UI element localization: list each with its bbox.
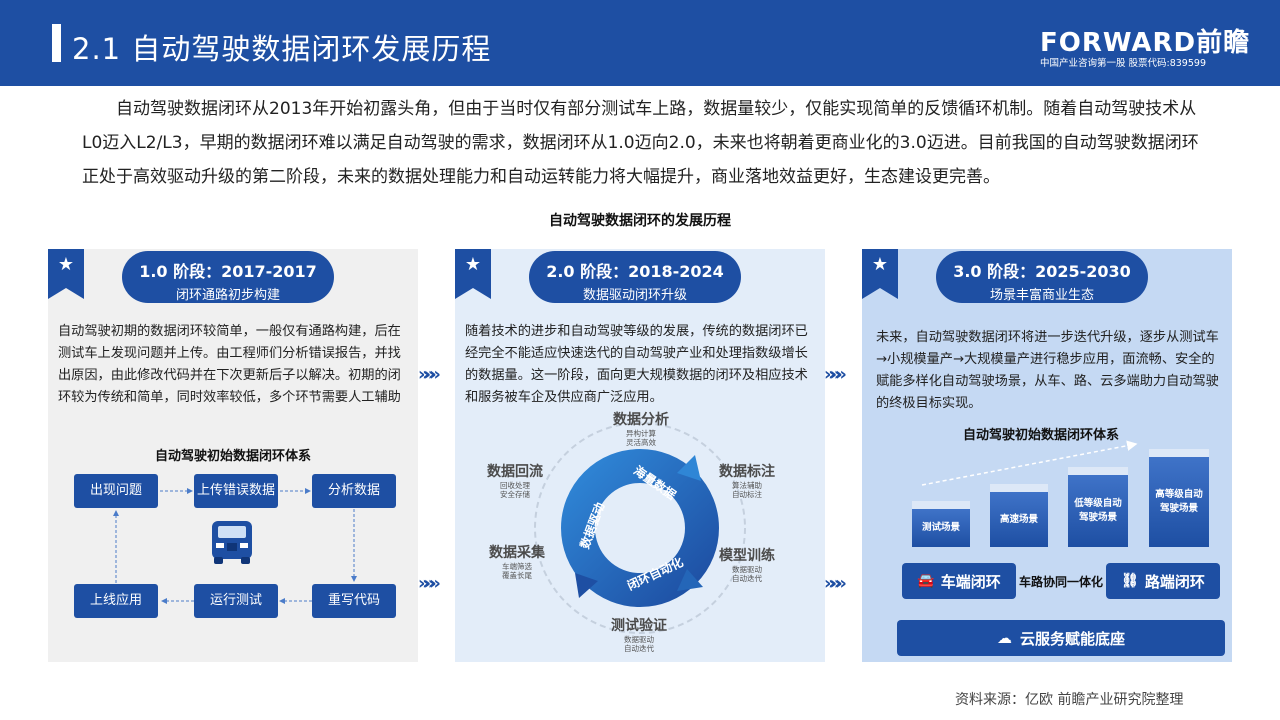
stage-3-header: 3.0 阶段：2025-2030 场景丰富商业生态 [936,251,1148,303]
stage-3-panel: ★ 3.0 阶段：2025-2030 场景丰富商业生态 未来，自动驾驶数据闭环将… [862,249,1232,662]
car-icon [212,521,252,564]
scenario-bar-1: 测试场景 [912,501,970,547]
cycle-node-note: 数据驱动 [732,565,762,574]
road-loop-box: ⛓ 路端闭环 [1106,563,1220,599]
vehicle-loop-label: 车端闭环 [940,572,1001,591]
cycle-node-test-validation: 测试验证 数据驱动 自动迭代 [599,615,679,653]
title-accent-bar [52,24,61,62]
stage-2-header: 2.0 阶段：2018-2024 数据驱动闭环升级 [529,251,741,303]
cycle-node-note: 车端筛选 [502,562,532,571]
cycle-node-name: 数据回流 [487,464,543,480]
stage-1-panel: ★ 1.0 阶段：2017-2017 闭环通路初步构建 自动驾驶初期的数据闭环较… [48,249,418,662]
stage-3-title: 3.0 阶段：2025-2030 [953,262,1131,281]
header-banner: 2.1 自动驾驶数据闭环发展历程 FORWARD前瞻 中国产业咨询第一股 股票代… [0,0,1280,86]
stage-3-text: 未来，自动驾驶数据闭环将进一步迭代升级，逐步从测试车→小规模量产→大规模量产进行… [876,330,1219,411]
flow-step-3: 分析数据 [312,474,396,508]
scenario-bar-3: 低等级自动驾驶场景 [1068,467,1128,547]
brand-logo: FORWARD前瞻 [1040,28,1251,58]
stage-2-panel: ★ 2.0 阶段：2018-2024 数据驱动闭环升级 随着技术的进步和自动驾驶… [455,249,825,662]
stage-2-subtitle: 数据驱动闭环升级 [582,288,687,303]
cycle-node-data-collection: 数据采集 车端筛选 覆盖长尾 [477,542,557,580]
stage-1-title: 1.0 阶段：2017-2017 [139,262,317,281]
cycle-node-note: 数据驱动 [624,635,654,644]
flow-step-2: 上传错误数据 [194,474,278,508]
data-cycle-diagram [534,422,746,634]
cycle-node-note: 自动迭代 [732,574,762,583]
intro-text: 自动驾驶数据闭环从2013年开始初露头角，但由于当时仅有部分测试车上路，数据量较… [82,99,1199,187]
stage-3-subtitle: 场景丰富商业生态 [989,288,1094,303]
flow-step-4: 重写代码 [312,584,396,618]
growth-trend-arrow [921,440,1138,486]
flow-step-1: 出现问题 [74,474,158,508]
cycle-node-name: 数据采集 [489,545,545,561]
diagram-title: 自动驾驶数据闭环的发展历程 [549,213,731,229]
cycle-node-model-training: 模型训练 数据驱动 自动迭代 [707,545,787,583]
intro-paragraph: 自动驾驶数据闭环从2013年开始初露头角，但由于当时仅有部分测试车上路，数据量较… [82,92,1212,194]
source-note: 资料来源：亿欧 前瞻产业研究院整理 [955,692,1184,708]
flow-arrows [113,488,357,604]
stage-1-text: 自动驾驶初期的数据闭环较简单，一般仅有通路构建，后在测试车上发现问题并上传。由工… [58,324,401,405]
cycle-node-data-analysis: 数据分析 异构计算 灵活高效 [601,409,681,447]
flow-step-6: 上线应用 [74,584,158,618]
chevron-arrows-icon: »»» [418,573,441,594]
chevron-arrows-icon: »»» [418,364,441,385]
cycle-node-name: 模型训练 [719,548,775,564]
stage-3-subtitle-heading: 自动驾驶初始数据闭环体系 [962,428,1119,443]
stage-1-subtitle: 闭环通路初步构建 [175,288,280,303]
cloud-base-box: ☁ 云服务赋能底座 [897,620,1225,656]
cloud-base-label: 云服务赋能底座 [1019,629,1125,648]
vehicle-loop-box: 🚘 车端闭环 [902,563,1016,599]
chevron-arrows-icon: »»» [824,573,847,594]
stage-2-title: 2.0 阶段：2018-2024 [546,262,724,281]
stage-2-text: 随着技术的进步和自动驾驶等级的发展，传统的数据闭环已经完全不能适应快速迭代的自动… [465,324,808,405]
scenario-bar-2: 高速场景 [990,484,1048,547]
stage-1-header: 1.0 阶段：2017-2017 闭环通路初步构建 [122,251,334,303]
flow-step-5: 运行测试 [194,584,278,618]
cycle-node-name: 数据标注 [719,464,775,480]
chevron-arrows-icon: »»» [824,364,847,385]
car-icon: 🚘 [917,573,935,589]
road-icon: ⛓ [1121,573,1139,589]
cloud-icon: ☁ [996,629,1012,647]
brand-tagline: 中国产业咨询第一股 股票代码:839599 [1040,58,1206,69]
cycle-node-note: 覆盖长尾 [502,571,532,580]
cycle-node-data-labeling: 数据标注 算法辅助 自动标注 [707,461,787,499]
cycle-node-note: 安全存储 [500,490,530,499]
cycle-node-note: 异构计算 [626,429,656,438]
stage-1-subtitle-heading: 自动驾驶初始数据闭环体系 [154,449,311,464]
cycle-node-name: 数据分析 [613,412,669,428]
cycle-node-data-return: 数据回流 回收处理 安全存储 [475,461,555,499]
cycle-node-note: 灵活高效 [626,438,656,447]
cycle-node-note: 算法辅助 [732,481,762,490]
cycle-node-name: 测试验证 [611,618,667,634]
page-title: 2.1 自动驾驶数据闭环发展历程 [72,32,492,66]
road-loop-label: 路端闭环 [1144,572,1205,591]
vehicle-road-link-label: 车路协同一体化 [1018,575,1103,589]
cycle-node-note: 回收处理 [500,481,530,490]
cycle-node-note: 自动迭代 [624,644,654,653]
scenario-bar-4: 高等级自动驾驶场景 [1149,449,1209,547]
cycle-node-note: 自动标注 [732,490,762,499]
